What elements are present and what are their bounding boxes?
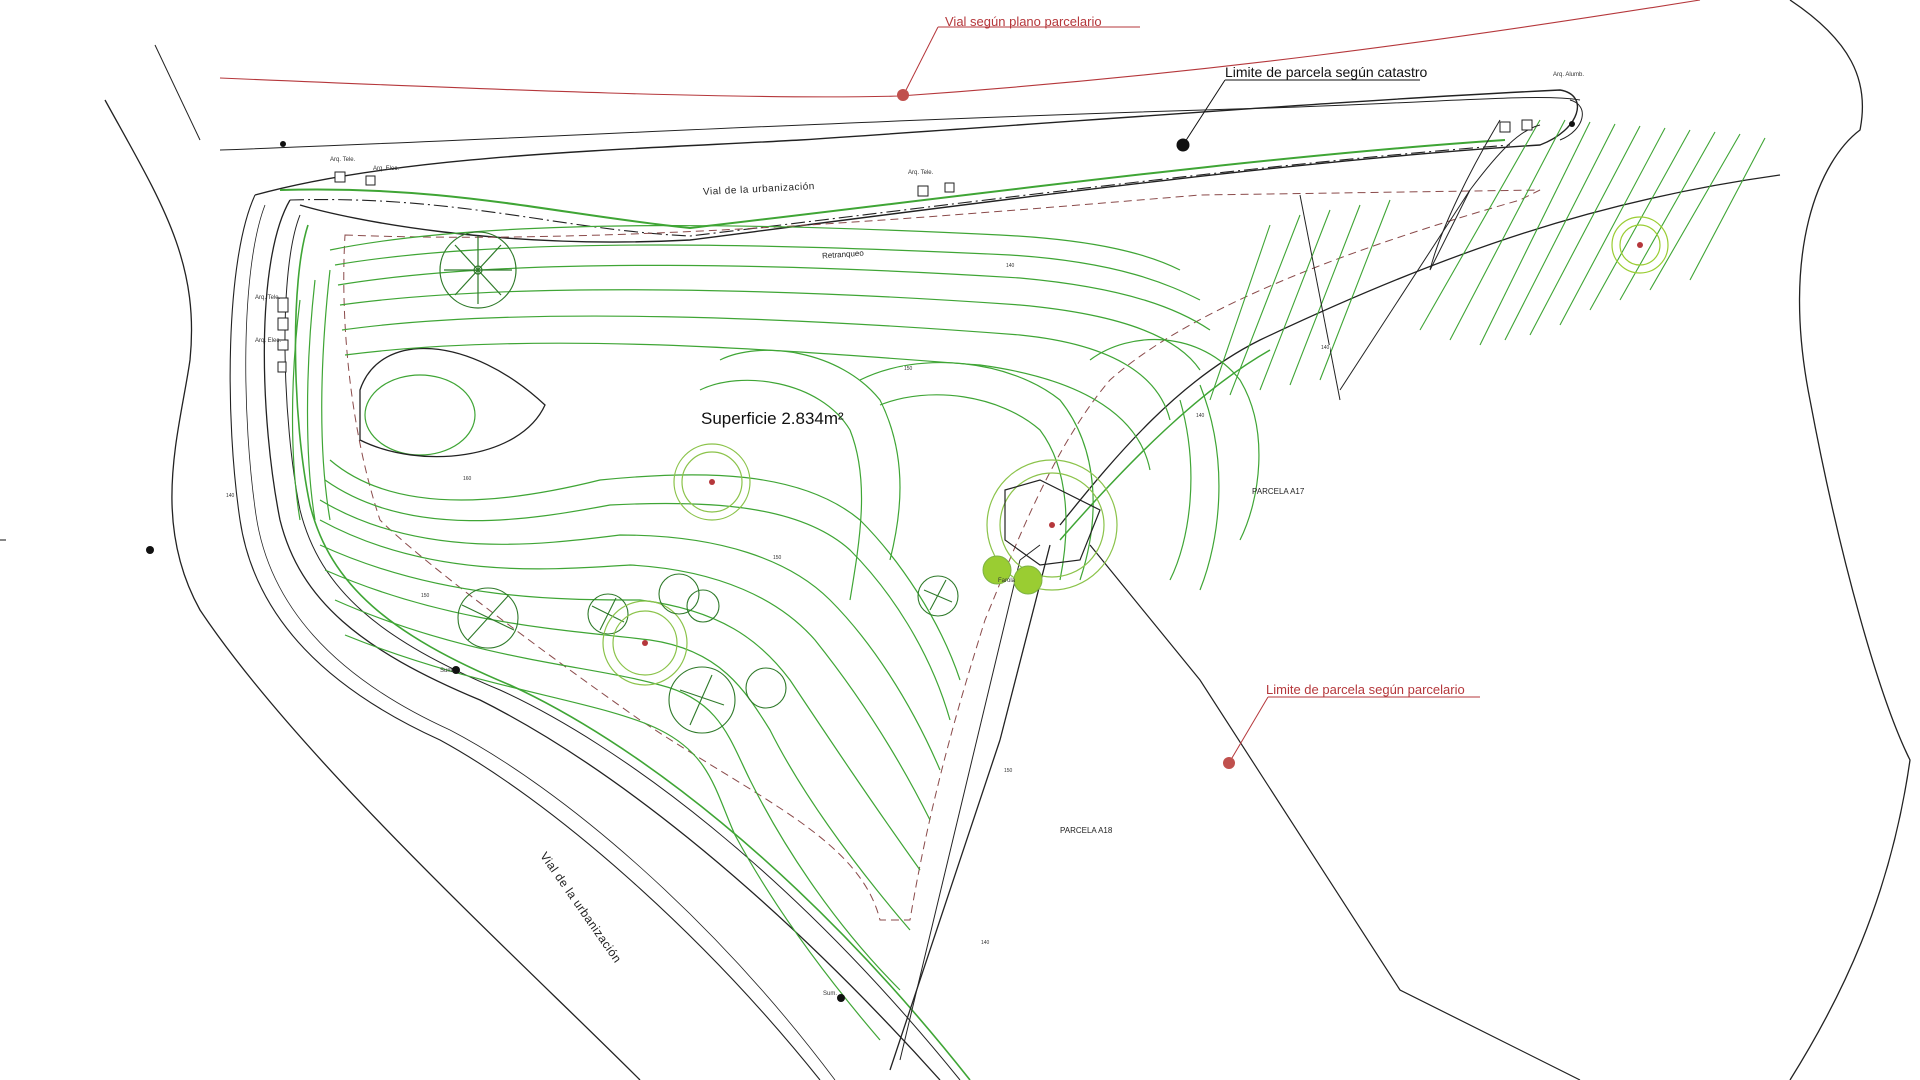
- road-top-edge: [219, 96, 1581, 151]
- contour-tag: 150: [772, 555, 783, 561]
- contour-tag: 140: [1005, 263, 1016, 269]
- contour-tag: 150: [420, 593, 431, 599]
- road-curve-right: [1429, 119, 1541, 271]
- fixture-tag: Arq. Elec.: [373, 166, 400, 172]
- street-lamps: [146, 121, 1575, 1002]
- tree-9: [745, 667, 787, 709]
- lower-right-boundary: [1089, 544, 1581, 1080]
- contour-summit: [364, 374, 476, 456]
- fixture-tag: Arq. Tele.: [255, 295, 281, 301]
- right-plot-outline: [1789, 0, 1911, 1080]
- fixture-tag: Arq. Alumb.: [1553, 72, 1585, 78]
- road-left-green: [294, 224, 971, 1080]
- utility-boxes: [277, 119, 1533, 373]
- tree-5: [587, 593, 629, 635]
- contour-tag: 150: [1003, 768, 1014, 774]
- tree-6: [602, 600, 688, 686]
- catastro-boundary: [1059, 174, 1781, 526]
- tree-3: [986, 459, 1118, 591]
- parcelario-marker: [1223, 757, 1235, 769]
- fixture-tag: Arq. Tele.: [330, 157, 356, 163]
- road-left-far: [229, 194, 821, 1080]
- road-left-far2: [245, 204, 836, 1080]
- road-left-outer: [263, 199, 941, 1080]
- parcela-a17-label: PARCELA A17: [1252, 487, 1305, 496]
- limite-catastro-label: Limite de parcela según catastro: [1225, 64, 1428, 80]
- superficie-label: Superficie 2.834m²: [701, 409, 844, 428]
- fixture-tag: Arq. Elec.: [255, 338, 282, 344]
- parcela-a18-label: PARCELA A18: [1060, 826, 1113, 835]
- contour-tag: 150: [903, 366, 914, 372]
- setback-dashed: [343, 189, 1541, 921]
- tree-2: [673, 443, 751, 521]
- road-top-line: [279, 139, 1506, 230]
- tree-10: [917, 575, 959, 617]
- tree-8: [668, 666, 736, 734]
- catastro-marker: [1176, 138, 1190, 152]
- catastro-boundary-green: [1059, 349, 1271, 541]
- slope-hatch: [1209, 119, 1766, 401]
- fixture-tag: Arq. Tele.: [908, 170, 934, 176]
- fixture-tag: Sum.: [440, 668, 455, 674]
- contour-lines: [291, 224, 1260, 1041]
- road-top-inner: [289, 144, 1511, 237]
- tree-12: [1611, 216, 1669, 274]
- limite-parcelario-label: Limite de parcela según parcelario: [1266, 682, 1465, 697]
- fixture-tag: Farola: [998, 578, 1016, 584]
- contour-tag: 140: [1195, 413, 1206, 419]
- contour-tag: 160: [462, 476, 473, 482]
- road-top-outer: [254, 89, 1579, 243]
- vial-plano-label: Vial según plano parcelario: [945, 14, 1102, 29]
- tree-7: [658, 573, 720, 623]
- tree-1: [439, 231, 517, 309]
- outer-plot-outline: [104, 99, 641, 1080]
- vial-plano-marker: [897, 89, 909, 101]
- contour-tag: 140: [1320, 345, 1331, 351]
- tree-11: [982, 555, 1043, 595]
- fixture-tag: Sum.: [823, 991, 838, 997]
- tree-4: [457, 587, 519, 649]
- contour-160: [359, 347, 546, 458]
- contour-tag: 140: [980, 940, 991, 946]
- contour-tag: 140: [225, 493, 236, 499]
